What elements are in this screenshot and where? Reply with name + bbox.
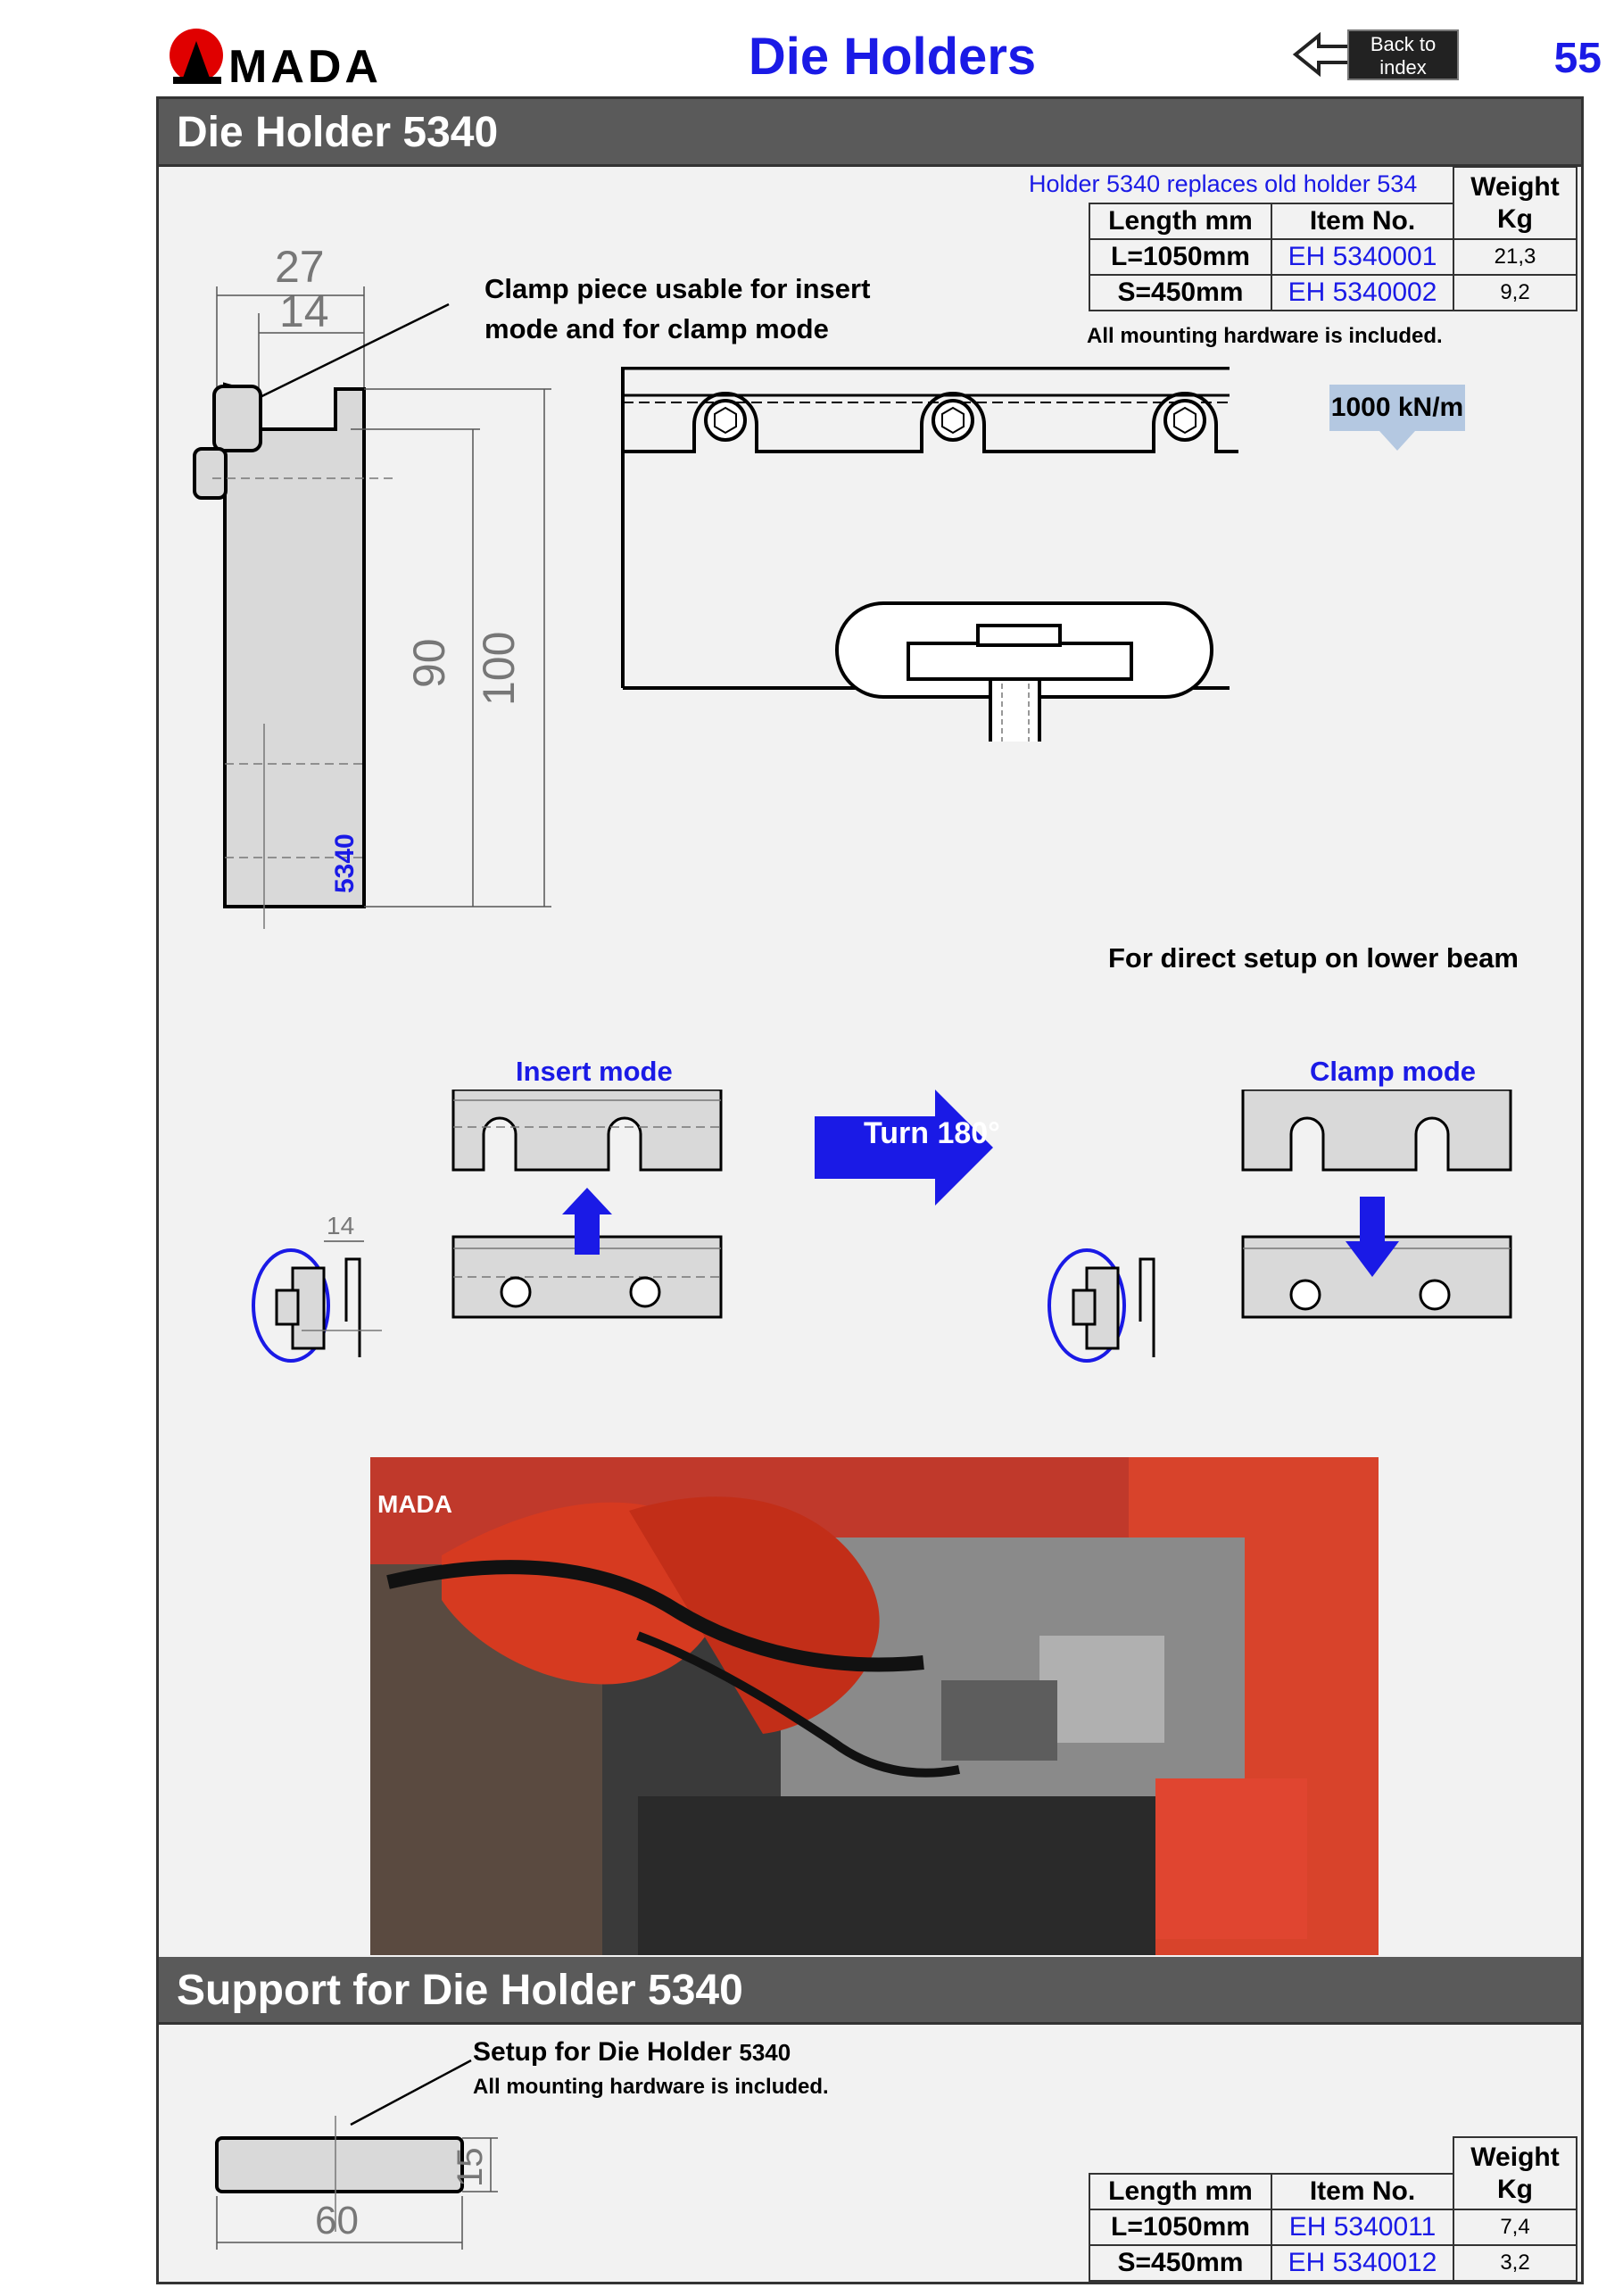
dim-27: 27 [275,242,325,292]
weight-header-line2: Kg [1497,203,1533,234]
dim-14: 14 [279,286,329,336]
section-title-die-holder: Die Holder 5340 [159,99,1581,167]
section-title-support: Support for Die Holder 5340 [159,1957,1581,2025]
logo-text: MADA [228,41,382,93]
page-title: Die Holders [748,28,1037,86]
robot-photo: MADA [370,1457,1379,1955]
length-header: Length mm [1089,2173,1272,2210]
amada-logo: MADA [166,23,451,95]
dim-60: 60 [315,2199,359,2242]
weight-header-line1: Weight [1470,171,1560,202]
weight-header-line1: Weight [1470,2142,1560,2172]
replace-note: Holder 5340 replaces old holder 534 [1029,170,1418,197]
support-drawing: 60 15 [215,2059,498,2250]
weight-cell: 7,4 [1453,2209,1577,2246]
load-badge: 1000 kN/m [1329,385,1465,431]
setup-line1: Setup for Die Holder [473,2037,740,2067]
turn-arrow-icon [815,1090,993,1206]
small-dim-14: 14 [327,1212,354,1239]
holder-profile-drawing: 27 14 90 100 5340 [193,242,551,929]
spec-table: Weight Kg Length mm Item No. L=1050mm EH… [1089,166,1577,311]
table-row: L=1050mm EH 5340001 21,3 [1089,238,1577,276]
item-link[interactable]: EH 5340011 [1271,2209,1454,2246]
up-arrow-icon [562,1188,612,1255]
hardware-note: All mounting hardware is included. [1087,324,1443,348]
item-header: Item No. [1271,2173,1454,2210]
item-header: Item No. [1271,203,1454,240]
clamp-note-line2: mode and for clamp mode [484,313,829,344]
dim-15: 15 [451,2148,490,2188]
photo-brand: MADA [377,1490,452,1518]
length-cell: L=1050mm [1089,2209,1272,2246]
clamp-note-line1: Clamp piece usable for insert [484,273,871,304]
back-label-line1: Back to [1370,33,1437,55]
item-link[interactable]: EH 5340001 [1271,238,1454,276]
table-row: L=1050mm EH 5340011 7,4 [1089,2209,1577,2246]
part-label: 5340 [330,833,360,893]
setup-hardware-note: All mounting hardware is included. [473,2075,829,2099]
table-row: S=450mm EH 5340012 3,2 [1089,2244,1577,2282]
weight-header-line2: Kg [1497,2174,1533,2204]
turn-label: Turn 180° [864,1116,1000,1150]
dim-90: 90 [404,638,454,688]
support-spec-table: Weight Kg Length mm Item No. L=1050mm EH… [1089,2136,1577,2282]
setup-part: 5340 [739,2039,791,2066]
page-number: 55 [1553,35,1602,82]
mode-diagram: 14 [252,1090,1512,1363]
clamp-note: Clamp piece usable for insert mode and f… [484,269,871,349]
length-cell: S=450mm [1089,274,1272,311]
back-arrow-icon [1292,32,1353,77]
length-cell: L=1050mm [1089,238,1272,276]
length-header: Length mm [1089,203,1272,240]
item-link[interactable]: EH 5340002 [1271,274,1454,311]
length-cell: S=450mm [1089,2244,1272,2282]
dim-100: 100 [474,632,524,706]
setup-note: Setup for Die Holder 5340 [473,2037,791,2068]
item-link[interactable]: EH 5340012 [1271,2244,1454,2282]
weight-cell: 21,3 [1453,238,1577,276]
back-label-line2: index [1379,56,1427,79]
weight-cell: 9,2 [1453,274,1577,311]
clamp-mode-label: Clamp mode [1310,1056,1477,1087]
direct-setup-note: For direct setup on lower beam [1108,942,1519,974]
down-arrow-icon [1346,1197,1399,1277]
table-row: S=450mm EH 5340002 9,2 [1089,274,1577,311]
insert-mode-label: Insert mode [516,1056,673,1087]
weight-cell: 3,2 [1453,2244,1577,2282]
back-to-index-button[interactable]: Back to index [1292,25,1466,84]
holder-front-drawing [621,367,1238,742]
load-arrow-icon [1379,431,1415,451]
content-frame: Die Holder 5340 Holder 5340 replaces old… [156,96,1584,2284]
